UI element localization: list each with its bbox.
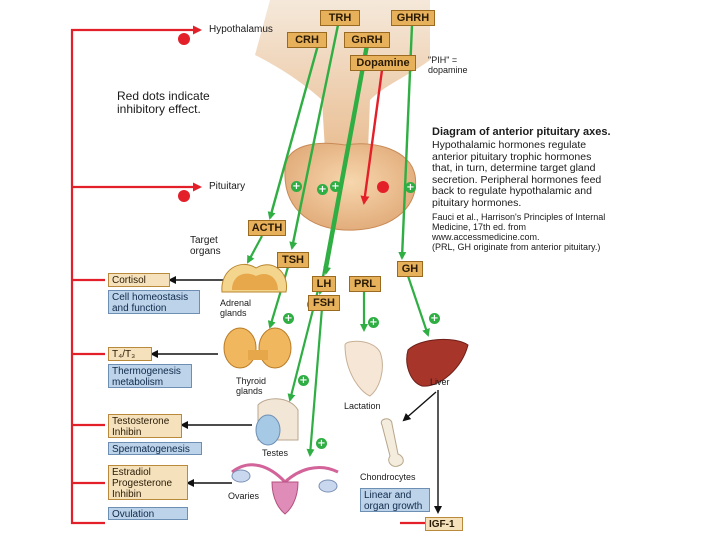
arrow-acth-adrenal <box>247 235 263 264</box>
peripheral-igf1: IGF-1 <box>425 517 463 531</box>
testes-illustration <box>255 398 299 446</box>
peripheral-cortisol: Cortisol <box>108 273 170 287</box>
chondrocytes-label: Chondrocytes <box>360 472 416 482</box>
arrow-crh-acth <box>267 44 320 220</box>
adrenal-glands-label: Adrenal glands <box>220 298 252 318</box>
peripheral-estradiol: Estradiol Progesterone Inhibin <box>108 465 188 500</box>
hormone-dopamine: Dopamine <box>350 55 416 71</box>
lactation-label: Lactation <box>344 401 381 411</box>
effect-spermatogenesis: Spermatogenesis <box>108 442 202 455</box>
inhibitory-dot-hypothalamus <box>178 33 190 45</box>
plus-sign: + <box>291 181 302 192</box>
description-title: Diagram of anterior pituitary axes. <box>432 126 611 138</box>
arrow-trh-tsh <box>289 24 340 250</box>
hormone-crh: CRH <box>287 32 327 48</box>
pituitary-label: Pituitary <box>209 181 246 192</box>
effect-cell-homeostasis: Cell homeostasis and function <box>108 290 200 314</box>
pituitary-gland-shape <box>284 142 417 231</box>
peripheral-t4t3: T₄/T₃ <box>108 347 152 361</box>
plus-sign: + <box>298 375 309 386</box>
hormone-ghrh: GHRH <box>391 10 435 26</box>
hormone-trh: TRH <box>320 10 360 26</box>
hormone-lh: LH <box>312 276 336 292</box>
hypothalamus-label: Hypothalamus <box>209 24 273 35</box>
hormone-gnrh: GnRH <box>344 32 390 48</box>
plus-sign: + <box>429 313 440 324</box>
effect-growth: Linear and organ growth <box>360 488 430 512</box>
description-citation: Fauci et al., Harrison's Principles of I… <box>432 212 606 252</box>
thyroid-glands-label: Thyroid glands <box>236 376 267 396</box>
hormone-fsh: FSH <box>308 295 340 311</box>
hormone-gh: GH <box>397 261 423 277</box>
hormone-prl: PRL <box>349 276 381 292</box>
adrenal-gland-illustration <box>221 263 288 293</box>
effect-ovulation: Ovulation <box>108 507 188 520</box>
inhibitory-legend-note: Red dots indicate inhibitory effect. <box>117 89 210 116</box>
ovaries-illustration <box>231 463 339 515</box>
plus-sign: + <box>283 313 294 324</box>
bone-illustration <box>380 418 404 467</box>
pih-note: "PIH" = dopamine <box>428 55 468 75</box>
plus-sign: + <box>368 317 379 328</box>
plus-sign: + <box>330 181 341 192</box>
plus-sign: + <box>317 184 328 195</box>
inhibitory-dot-pituitary <box>178 190 190 202</box>
effect-thermogenesis: Thermogenesis metabolism <box>108 364 192 388</box>
arrow-gnrh-fsh <box>317 44 368 295</box>
hormone-tsh: TSH <box>277 252 309 268</box>
arrow-dopamine-prl <box>360 69 384 205</box>
testes-label: Testes <box>262 448 289 458</box>
breast-illustration <box>344 340 383 397</box>
description-body: Hypothalamic hormones regulate anterior … <box>432 139 602 209</box>
hormone-acth: ACTH <box>248 220 286 236</box>
arrow-fsh-ovaries <box>306 307 324 457</box>
arrow-liver-chondrocytes <box>402 391 437 422</box>
arrow-gnrh-lh <box>323 44 370 275</box>
target-organs-label: Target organs <box>190 235 221 257</box>
thyroid-gland-illustration <box>223 327 292 369</box>
peripheral-testosterone: Testosterone Inhibin <box>108 414 182 438</box>
liver-illustration <box>406 338 469 387</box>
arrow-gh-liver <box>406 275 430 337</box>
ovaries-label: Ovaries <box>228 491 260 501</box>
inhibitory-dot-dopamine <box>377 181 389 193</box>
liver-label: Liver <box>430 377 450 387</box>
plus-sign: + <box>405 182 416 193</box>
feedback-loop-line <box>70 25 202 525</box>
plus-sign: + <box>316 438 327 449</box>
